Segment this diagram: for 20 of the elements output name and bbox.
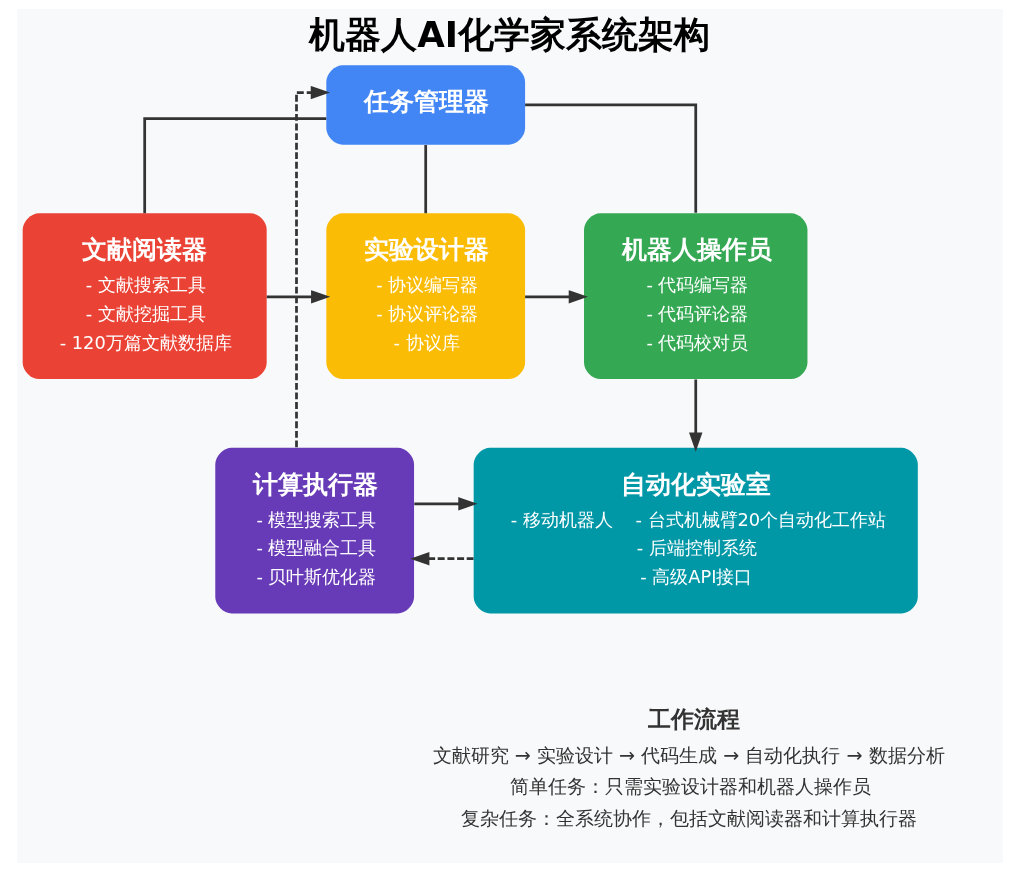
arrow bbox=[410, 551, 474, 565]
connector bbox=[424, 144, 428, 213]
arrow bbox=[266, 289, 331, 304]
node-box: 机器人操作员 - 代码编写器 - 代码评论器 - 代码校对员 bbox=[584, 212, 808, 379]
arrow bbox=[525, 289, 588, 304]
node-box: 文献阅读器 - 文献搜索工具 - 文献挖掘工具 - 120万篇文献数据库 bbox=[22, 212, 267, 379]
node-box: 自动化实验室 - 移动机器人 - 台式机械臂20个自动化工作站 - 后端控制系统 - 高级API接口 bbox=[473, 447, 918, 613]
connector bbox=[143, 116, 327, 213]
label: 简单任务：只需实验设计器和机器人操作员 bbox=[510, 774, 871, 798]
node-box: 任务管理器 bbox=[326, 64, 526, 145]
label: 工作流程 bbox=[647, 704, 740, 732]
label: 复杂任务：全系统协作，包括文献阅读器和计算执行器 bbox=[460, 806, 917, 830]
node-box: 计算执行器 - 模型搜索工具 - 模型融合工具 - 贝叶斯优化器 bbox=[215, 447, 415, 613]
arrow bbox=[414, 496, 478, 511]
label: 文献研究 → 实验设计 → 代码生成 → 自动化执行 → 数据分析 bbox=[432, 743, 945, 767]
diagram-title: 机器人AI化学家系统架构 bbox=[309, 13, 711, 55]
arrow bbox=[295, 85, 330, 447]
node-box: 实验设计器 - 协议编写器 - 协议评论器 - 协议库 bbox=[326, 212, 526, 379]
arrow bbox=[689, 379, 703, 452]
connector bbox=[525, 103, 698, 213]
